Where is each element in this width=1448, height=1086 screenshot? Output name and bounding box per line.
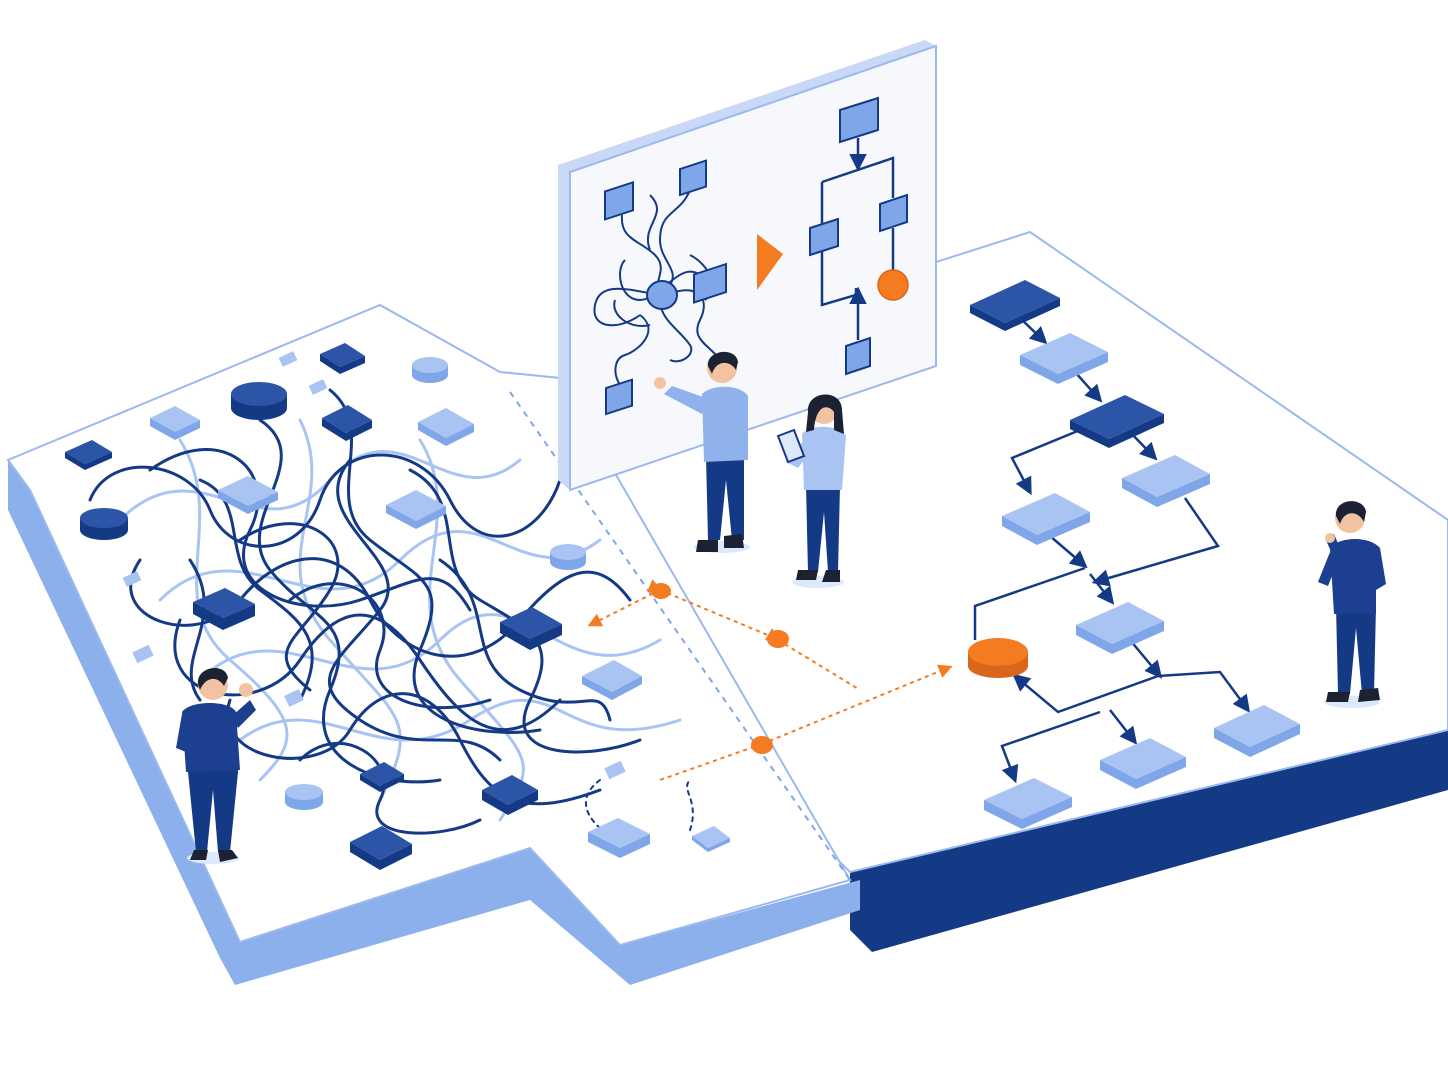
orange-node xyxy=(751,736,773,754)
node-block xyxy=(418,408,474,446)
person-icon xyxy=(1318,501,1386,708)
small-node xyxy=(122,571,142,587)
board-node xyxy=(604,181,634,221)
node-block xyxy=(150,406,200,440)
person-icon xyxy=(776,394,846,588)
person-icon xyxy=(176,667,256,864)
small-node xyxy=(278,351,298,367)
flow-step xyxy=(1100,738,1186,789)
flow-step-start xyxy=(970,280,1060,331)
board-node xyxy=(605,378,633,416)
tablet-icon xyxy=(776,428,806,464)
small-node xyxy=(604,760,626,780)
person-icon xyxy=(654,351,750,553)
orange-connector-flow xyxy=(587,579,953,781)
scattered-nodes xyxy=(65,343,730,870)
node-block xyxy=(320,343,365,374)
node-block xyxy=(500,607,562,650)
board-flow-node xyxy=(839,96,879,144)
board-flow-milestone xyxy=(877,269,909,301)
flow-step xyxy=(1214,705,1300,757)
orange-node xyxy=(767,630,789,648)
small-node xyxy=(284,689,304,707)
node-block xyxy=(65,440,112,470)
board-node-circle xyxy=(646,280,678,310)
platform-right-side xyxy=(850,730,1448,952)
cylinder-node xyxy=(80,508,128,540)
flow-step xyxy=(984,778,1072,829)
node-block xyxy=(386,490,446,529)
node-block xyxy=(193,588,255,630)
node-block xyxy=(322,405,372,441)
flowchart-icon xyxy=(968,280,1300,829)
small-node xyxy=(308,379,328,395)
node-block xyxy=(692,826,730,852)
small-node xyxy=(132,644,154,664)
flow-step-decision xyxy=(1070,395,1164,448)
play-arrow-icon xyxy=(757,234,783,290)
node-block xyxy=(218,476,278,514)
node-block xyxy=(360,762,404,792)
flow-step xyxy=(1122,455,1210,507)
cylinder-node xyxy=(550,544,586,570)
orange-connector-nodes xyxy=(651,583,789,754)
board-node xyxy=(679,159,707,197)
orange-node xyxy=(651,583,671,599)
node-block xyxy=(350,826,412,870)
flow-step xyxy=(1076,602,1164,654)
node-block xyxy=(588,818,650,858)
board-node xyxy=(693,262,727,304)
node-block xyxy=(482,775,538,815)
board-flow-node xyxy=(879,193,908,233)
flow-milestone-orange xyxy=(968,638,1028,678)
flow-step xyxy=(1002,493,1090,545)
node-block xyxy=(582,660,642,700)
cylinder-node xyxy=(285,784,323,810)
cylinder-node xyxy=(412,357,448,383)
board-flow-node xyxy=(845,336,871,376)
flow-step xyxy=(1020,333,1108,384)
cylinder-node xyxy=(231,382,287,420)
board-flow-node xyxy=(809,217,839,257)
